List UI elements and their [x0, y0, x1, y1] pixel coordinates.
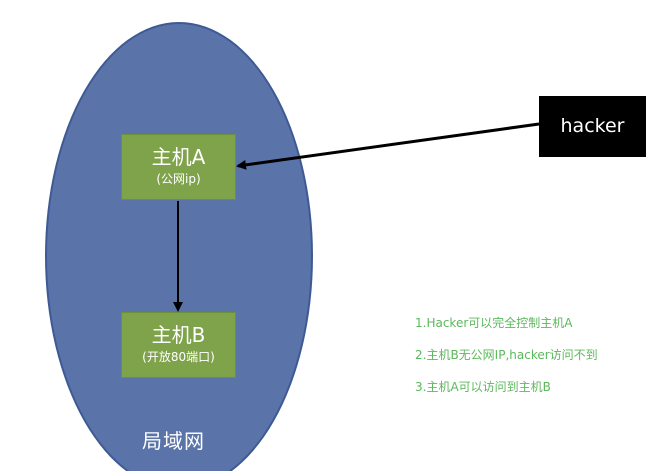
note-item: 2.主机B无公网IP,hacker访问不到 [415, 348, 598, 362]
notes-list: 1.Hacker可以完全控制主机A 2.主机B无公网IP,hacker访问不到 … [415, 314, 598, 410]
host-a-subtitle: (公网ip) [156, 172, 201, 186]
note-item: 3.主机A可以访问到主机B [415, 380, 551, 394]
hacker-node: hacker [539, 96, 646, 157]
host-b-node: 主机B (开放80端口) [121, 312, 236, 378]
host-a-node: 主机A (公网ip) [121, 134, 236, 200]
host-b-title: 主机B [151, 323, 206, 347]
note-item: 1.Hacker可以完全控制主机A [415, 316, 573, 330]
lan-label: 局域网 [142, 429, 205, 453]
edge-hacker-to-host-a [236, 122, 540, 170]
host-a-title: 主机A [151, 145, 206, 169]
host-b-subtitle: (开放80端口) [142, 350, 215, 364]
